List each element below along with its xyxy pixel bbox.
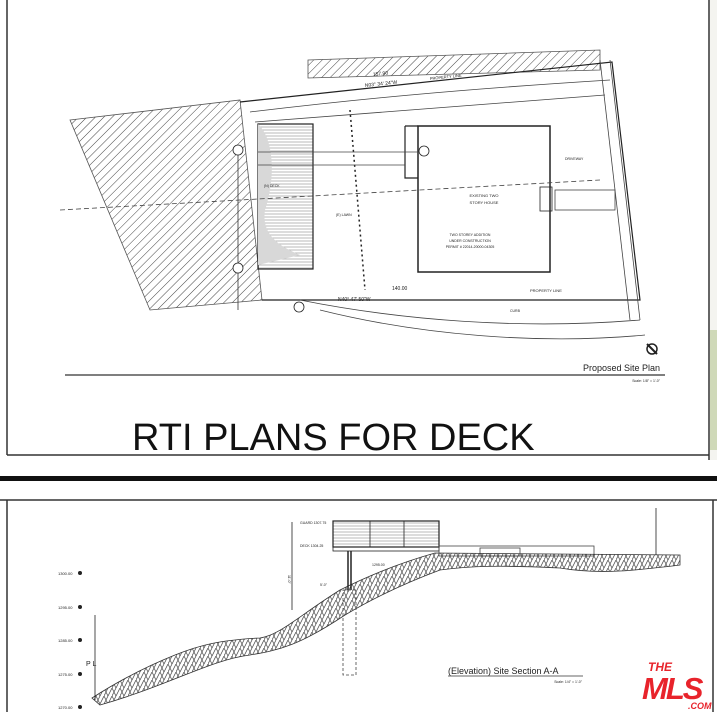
section-labels: 1300.00 1295.00 1285.00 1275.00 1270.00 … [58,521,583,710]
lawn-label: (E) LAWN [336,213,352,217]
logo-suffix: .COM [688,701,712,711]
guard-elevation-label: GUARD 1307.75 [300,521,326,525]
site-plan [59,49,658,355]
addition-label-2: UNDER CONSTRUCTION [449,239,491,243]
driveway-label: DRIVEWAY [565,157,584,161]
north-bearing-label: N03° 34' 24"W [365,80,398,89]
elevation-label: 1300.00 [58,571,73,576]
site-plan-panel [6,0,717,460]
house-label-1: EXISTING TWO [469,193,498,198]
width-dimension: 5'-0" [320,583,328,587]
addition-label-3: PERMIT # 22014-20000-04305 [446,245,495,249]
south-bearing-label: N40° 47' 50"W [338,297,371,303]
south-length-label: 140.00 [392,286,408,292]
section-panel [0,499,717,712]
elevation-markers [78,571,82,709]
elevation-label: 1295.00 [58,605,73,610]
section-drawing [78,508,681,709]
deck-label: (N) DECK [264,184,280,188]
section-scale: Scale: 1/4" = 1'-0" [554,680,583,684]
section-title: (Elevation) Site Section A-A [448,666,559,676]
property-line-label-top: PROPERTY LINE [430,73,463,81]
grade-label: 1295.00 [372,563,385,567]
sheet-title: RTI PLANS FOR DECK [132,417,535,459]
site-plan-title: Proposed Site Plan [583,363,660,373]
deck-elevation-label: DECK 1304.25 [300,544,323,548]
elevation-label: 1285.00 [58,638,73,643]
curb-label: CURB [510,309,521,313]
house-label-2: STORY HOUSE [470,200,499,205]
property-line-marker: P L [86,661,96,668]
property-line-label-bottom: PROPERTY LINE [530,288,562,293]
north-length-label: 157.90 [373,70,389,78]
elevation-label: 1275.00 [58,672,73,677]
height-dimension: 11'-0" [287,575,291,584]
mls-watermark-logo: THE MLS .COM [642,660,712,711]
site-plan-scale: Scale: 1/8" = 1'-0" [632,379,661,383]
logo-the: THE [648,660,673,674]
north-arrow-icon [646,343,658,355]
addition-label-1: TWO STOREY ADDITION [450,233,491,237]
sheet-divider [0,476,717,481]
logo-mls: MLS [642,671,704,706]
site-plan-labels: 157.90 N03° 34' 24"W PROPERTY LINE PROPE… [264,70,661,383]
elevation-label: 1270.00 [58,705,73,710]
